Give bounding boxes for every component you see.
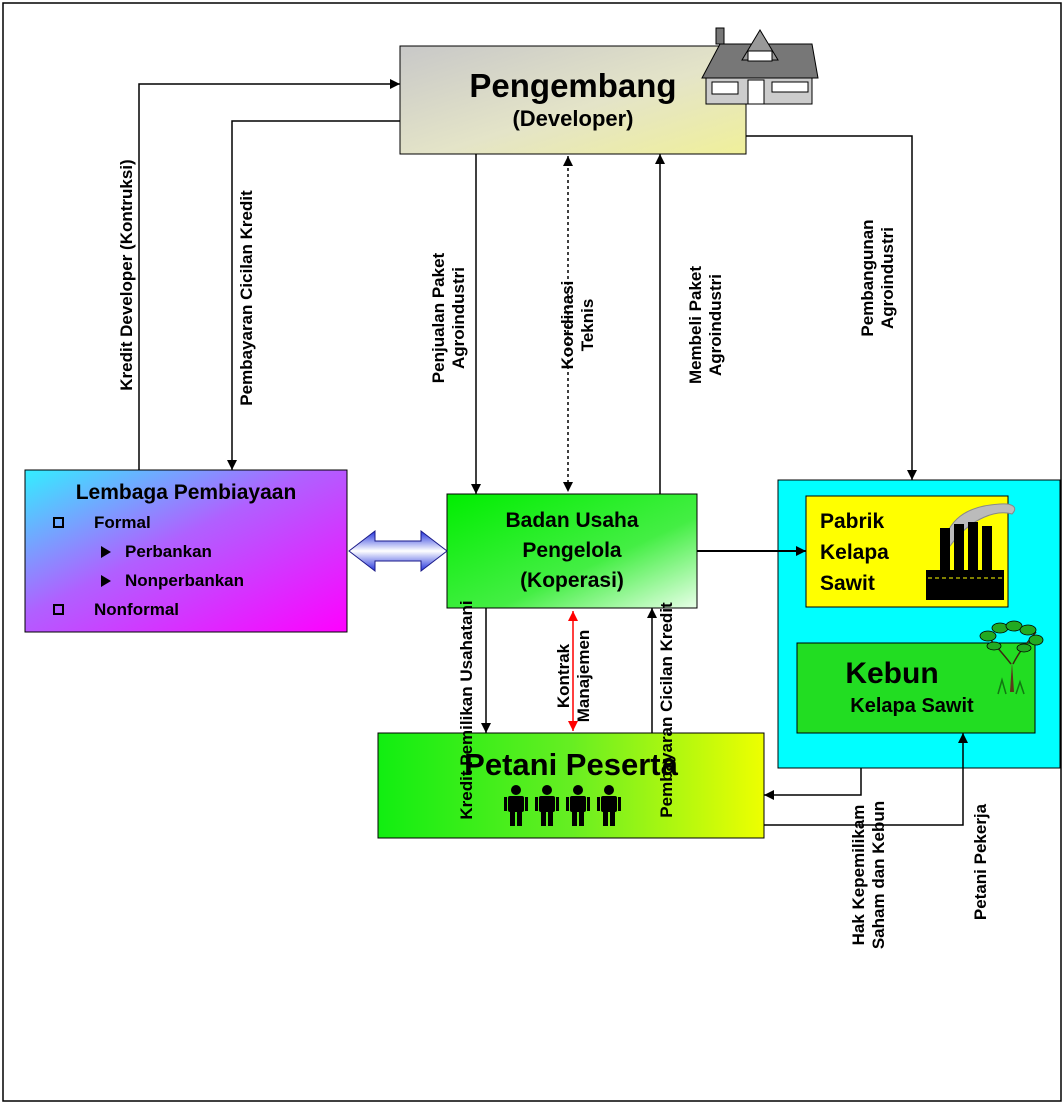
- lembaga-item-label: Perbankan: [125, 542, 212, 561]
- arrow-pembayaran-cicilan-dev: [227, 120, 400, 470]
- people-icon: [504, 785, 621, 826]
- arrow-kredit-developer: [138, 79, 400, 470]
- arrow-pembangunan: [746, 135, 917, 480]
- arrow-hak-kepemilikan: [764, 768, 862, 800]
- label-hak-kepemilikan: Hak Kepemilikam Saham dan Kebun: [849, 801, 889, 949]
- label-line: Agroindustri: [878, 227, 897, 329]
- label-line: Pembayaran Cicilan Kredit: [237, 190, 256, 406]
- double-arrow-lembaga-badan: [348, 529, 448, 573]
- lembaga-item: Nonformal: [53, 595, 347, 624]
- label-kredit-pemilikan: Kredit Pemilikan Usahatani: [457, 600, 477, 819]
- badan-line1: Badan Usaha: [505, 509, 639, 532]
- label-kontrak: Kontrak Manajemen: [554, 630, 594, 723]
- pabrik-line1: Pabrik: [820, 510, 885, 533]
- pengembang-box-bg: [399, 45, 747, 155]
- label-line: Saham dan Kebun: [869, 800, 888, 950]
- tree-icon: [979, 620, 1044, 695]
- label-penjualan-paket: Penjualan Paket Agroindustri: [429, 253, 469, 383]
- pengembang-title: Pengembang: [469, 67, 677, 104]
- pabrik-line3: Sawit: [820, 572, 875, 595]
- lembaga-item-label: Nonperbankan: [125, 571, 245, 590]
- label-line: Kredit Pemilikan Usahatani: [457, 600, 476, 820]
- label-line: Manajemen: [574, 629, 593, 723]
- label-line: Agroindustri: [706, 274, 725, 377]
- petani-box-bg: [377, 732, 765, 839]
- kebun-title: Kebun: [845, 657, 939, 690]
- label-line: Hak Kepemilikam: [849, 804, 868, 946]
- label-koordinasi: Koordinasi Teknis: [558, 281, 598, 370]
- pengembang-subtitle: (Developer): [512, 106, 634, 131]
- lembaga-box-bg: [24, 469, 348, 633]
- label-line: Kredit Developer (Kontruksi): [117, 159, 136, 391]
- label-line: Penjualan Paket: [429, 252, 448, 384]
- arrow-bullet-icon: [101, 546, 111, 558]
- checkbox-bullet-icon: [53, 517, 64, 528]
- label-membeli-paket: Membeli Paket Agroindustri: [686, 266, 726, 384]
- checkbox-bullet-icon: [53, 604, 64, 615]
- lembaga-item-label: Formal: [94, 513, 151, 532]
- kebun-node: Kebun Kelapa Sawit: [797, 643, 987, 733]
- lembaga-subitem: Nonperbankan: [53, 566, 347, 595]
- label-line: Pembangunan: [858, 219, 877, 337]
- label-kredit-developer: Kredit Developer (Kontruksi): [117, 159, 137, 390]
- lembaga-item: Formal: [53, 508, 347, 537]
- factory-icon: [926, 503, 1016, 600]
- badan-node: Badan Usaha Pengelola (Koperasi): [447, 494, 697, 608]
- label-pembayaran-cicilan-petani: Pembayaran Cicilan Kredit: [657, 602, 677, 817]
- label-line: Koordinasi: [558, 280, 577, 370]
- lembaga-subitem: Perbankan: [53, 537, 347, 566]
- house-icon: [701, 27, 819, 105]
- label-pembangunan: Pembangunan Agroindustri: [858, 219, 898, 336]
- label-line: Membeli Paket: [686, 265, 705, 385]
- label-pembayaran-cicilan-dev: Pembayaran Cicilan Kredit: [237, 190, 257, 405]
- petani-node: Petani Peserta: [378, 733, 764, 783]
- lembaga-item-label: Nonformal: [94, 600, 179, 619]
- label-line: Agroindustri: [449, 267, 468, 370]
- pabrik-line2: Kelapa: [820, 541, 889, 564]
- badan-box-bg: [446, 493, 698, 609]
- arrow-petani-pekerja: [764, 733, 968, 826]
- label-line: Pembayaran Cicilan Kredit: [657, 602, 676, 818]
- kebun-box-bg: [796, 642, 1036, 734]
- label-line: Kontrak: [554, 643, 573, 709]
- pabrik-node: Pabrik Kelapa Sawit: [806, 496, 1008, 607]
- arrow-bullet-icon: [101, 575, 111, 587]
- label-line: Petani Pekerja: [971, 803, 990, 921]
- pengembang-node: Pengembang (Developer): [400, 46, 746, 154]
- kebun-subtitle: Kelapa Sawit: [850, 695, 974, 717]
- badan-line2: Pengelola: [522, 539, 622, 562]
- petani-title: Petani Peserta: [464, 747, 678, 782]
- label-line: Teknis: [578, 298, 597, 352]
- badan-line3: (Koperasi): [520, 569, 624, 592]
- lembaga-title: Lembaga Pembiayaan: [75, 481, 297, 504]
- label-petani-pekerja: Petani Pekerja: [971, 804, 991, 920]
